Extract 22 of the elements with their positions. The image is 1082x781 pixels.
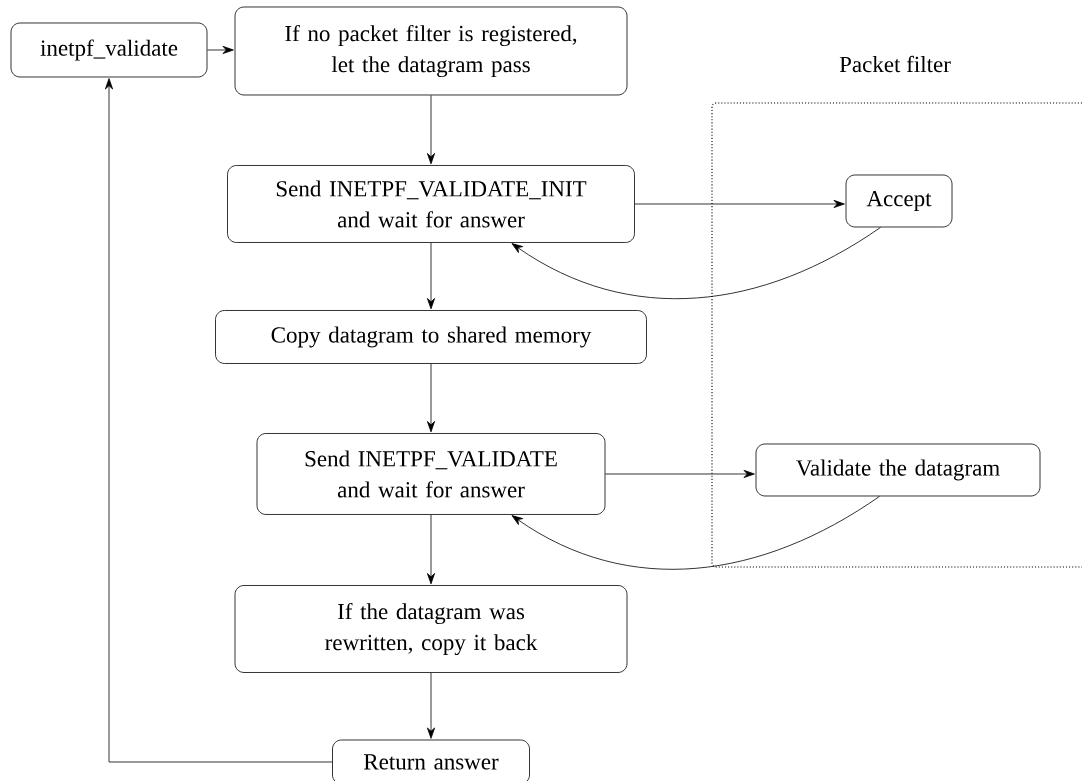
process-box: Send INETPF_VALIDATE_INIT and wait for answer: [227, 165, 635, 243]
process-box: If the datagram was rewritten, copy it back: [234, 585, 628, 673]
arrow: [427, 514, 435, 585]
arrow: [511, 496, 880, 570]
arrow: [427, 242, 435, 310]
process-box: Return answer: [332, 739, 530, 781]
arrow: [207, 45, 234, 54]
arrow: [605, 469, 755, 478]
process-box: Accept: [845, 174, 953, 228]
process-box: If no packet filter is registered, let the datagram pass: [234, 6, 628, 96]
process-box: Validate the datagram: [755, 443, 1041, 497]
arrow: [105, 78, 333, 763]
arrow: [427, 95, 435, 165]
process-box: Copy datagram to shared memory: [215, 310, 647, 364]
process-box: Send INETPF_VALIDATE and wait for answer: [256, 433, 606, 515]
arrow: [427, 672, 435, 739]
arrow: [511, 227, 881, 299]
group-frame: [711, 102, 1082, 568]
process-box: inetpf_validate: [10, 22, 208, 78]
arrow: [634, 199, 845, 208]
group-title: Packet filter: [839, 55, 951, 73]
arrow: [427, 363, 435, 433]
